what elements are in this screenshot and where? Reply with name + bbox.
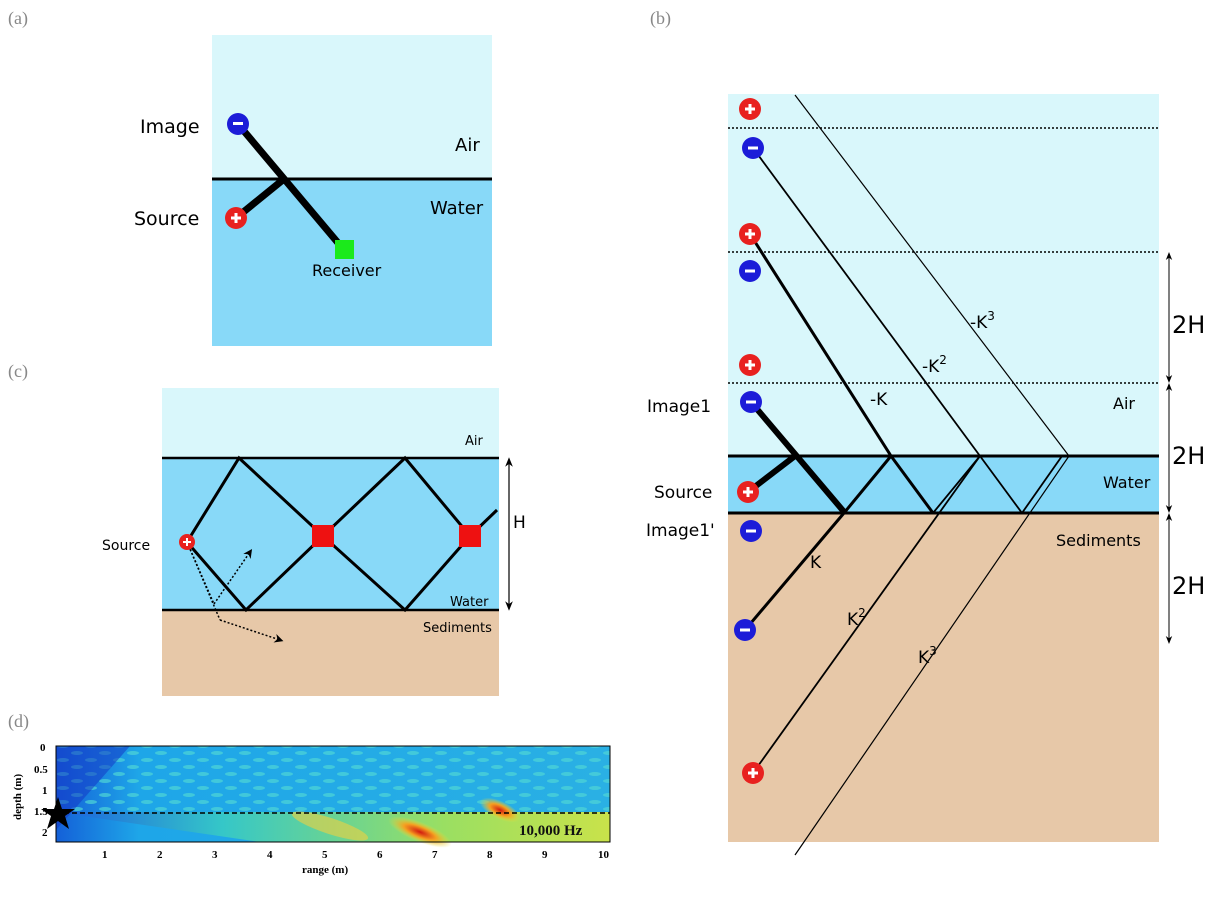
- image1-label: Image1: [647, 397, 711, 417]
- panel-c: (c) H Air Water Sediments Source: [8, 361, 526, 696]
- plus-charge-2: [739, 223, 761, 245]
- nk3-label: -K3: [970, 309, 995, 333]
- air-region: [162, 388, 499, 458]
- ray-k3: [794, 94, 1070, 457]
- xtick-8: 8: [487, 849, 493, 861]
- water-region: [728, 456, 1159, 513]
- source-label: Source: [134, 208, 199, 230]
- panel-a-label: (a): [8, 8, 28, 29]
- xtick-7: 7: [432, 849, 438, 861]
- red-node-2: [459, 525, 481, 547]
- air-label: Air: [465, 434, 484, 449]
- source-plus-charge: [225, 207, 247, 229]
- plus-charge-low: [742, 762, 764, 784]
- air-label: Air: [1113, 394, 1135, 413]
- source-plus-charge: [179, 534, 195, 550]
- ray-k-sed: [743, 512, 846, 631]
- receiver-square: [335, 240, 354, 259]
- panel-c-label: (c): [8, 361, 28, 382]
- nk1-label: -K: [870, 390, 888, 410]
- x-axis-label: range (m): [302, 864, 348, 876]
- image1p-minus-charge: [740, 520, 762, 542]
- air-region: [728, 94, 1159, 456]
- k1-label: K: [810, 553, 822, 573]
- image-label: Image: [140, 116, 200, 138]
- panel-d-label: (d): [8, 711, 29, 732]
- sediment-region: [728, 513, 1159, 842]
- ytick-4: 2: [42, 827, 48, 839]
- air-region: [212, 35, 492, 179]
- y-ticks: 0 0.5 1 1.5 2: [34, 742, 48, 839]
- ray-k-w2: [932, 455, 981, 514]
- ray-k2-top: [752, 147, 981, 457]
- xtick-4: 4: [267, 849, 273, 861]
- water-region: [212, 179, 492, 346]
- dim-label-2: 2H: [1172, 442, 1205, 470]
- minus-charge-1: [742, 137, 764, 159]
- image1-minus-charge: [740, 391, 762, 413]
- water-label: Water: [430, 198, 484, 219]
- field-plot: 10,000 Hz: [41, 745, 611, 848]
- sediments-label: Sediments: [423, 621, 492, 636]
- nk2-label: -K2: [922, 353, 947, 377]
- water-label: Water: [450, 595, 489, 610]
- source-star-icon: [41, 797, 75, 829]
- ray-k-top: [748, 233, 893, 457]
- minus-charge-low: [734, 619, 756, 641]
- ytick-3: 1.5: [34, 806, 48, 818]
- water-label: Water: [1103, 473, 1151, 492]
- minus-charge-2: [739, 260, 761, 282]
- xtick-9: 9: [542, 849, 548, 861]
- dotted-ray-reflect: [213, 549, 253, 605]
- xtick-5: 5: [322, 849, 328, 861]
- dim-label-3: 2H: [1172, 572, 1205, 600]
- ytick-1: 0.5: [34, 764, 48, 776]
- ray-k2-w2: [1021, 455, 1063, 514]
- image-minus-charge: [227, 113, 249, 135]
- air-label: Air: [455, 135, 480, 156]
- ray-k2-low: [752, 455, 981, 774]
- ray-image1: [748, 400, 848, 515]
- sediments-label: Sediments: [1056, 531, 1141, 550]
- xtick-2: 2: [157, 849, 163, 861]
- ray-k2-w1: [979, 455, 1023, 514]
- xtick-1: 1: [102, 849, 108, 861]
- panel-b: (b): [646, 8, 1205, 856]
- plus-charge-3: [739, 354, 761, 376]
- ray-image-receiver: [235, 121, 347, 253]
- ytick-2: 1: [42, 785, 48, 797]
- h-label: H: [513, 513, 526, 533]
- ray-k-low: [842, 455, 893, 514]
- plus-charge-1: [739, 98, 761, 120]
- ytick-0: 0: [40, 742, 46, 754]
- ray-k3-reflect: [794, 455, 1070, 856]
- k2-label: K2: [847, 606, 866, 630]
- dotted-ray-transmit: [219, 619, 284, 643]
- ray-k-w: [889, 455, 935, 514]
- annotation: 10,000 Hz: [519, 823, 583, 839]
- dim-label-1: 2H: [1172, 311, 1205, 339]
- image1p-label: Image1': [646, 521, 715, 541]
- xtick-6: 6: [377, 849, 383, 861]
- source-plus-charge: [737, 481, 759, 503]
- red-node-1: [312, 525, 334, 547]
- sediment-region: [162, 610, 499, 696]
- source-label: Source: [102, 538, 150, 554]
- k3-label: K3: [918, 644, 937, 668]
- xtick-10: 10: [598, 849, 610, 861]
- source-label: Source: [654, 483, 712, 503]
- xtick-3: 3: [212, 849, 218, 861]
- panel-b-label: (b): [650, 8, 671, 29]
- x-ticks: 1 2 3 4 5 6 7 8 9 10: [102, 849, 610, 861]
- panel-d: (d) 10,000 Hz 0 0.5 1 1.5 2 depth (m) 1 …: [8, 711, 611, 876]
- receiver-label: Receiver: [312, 261, 382, 280]
- y-axis-label: depth (m): [12, 774, 24, 820]
- panel-a: (a) Image Source Air Water Receiver: [8, 8, 492, 346]
